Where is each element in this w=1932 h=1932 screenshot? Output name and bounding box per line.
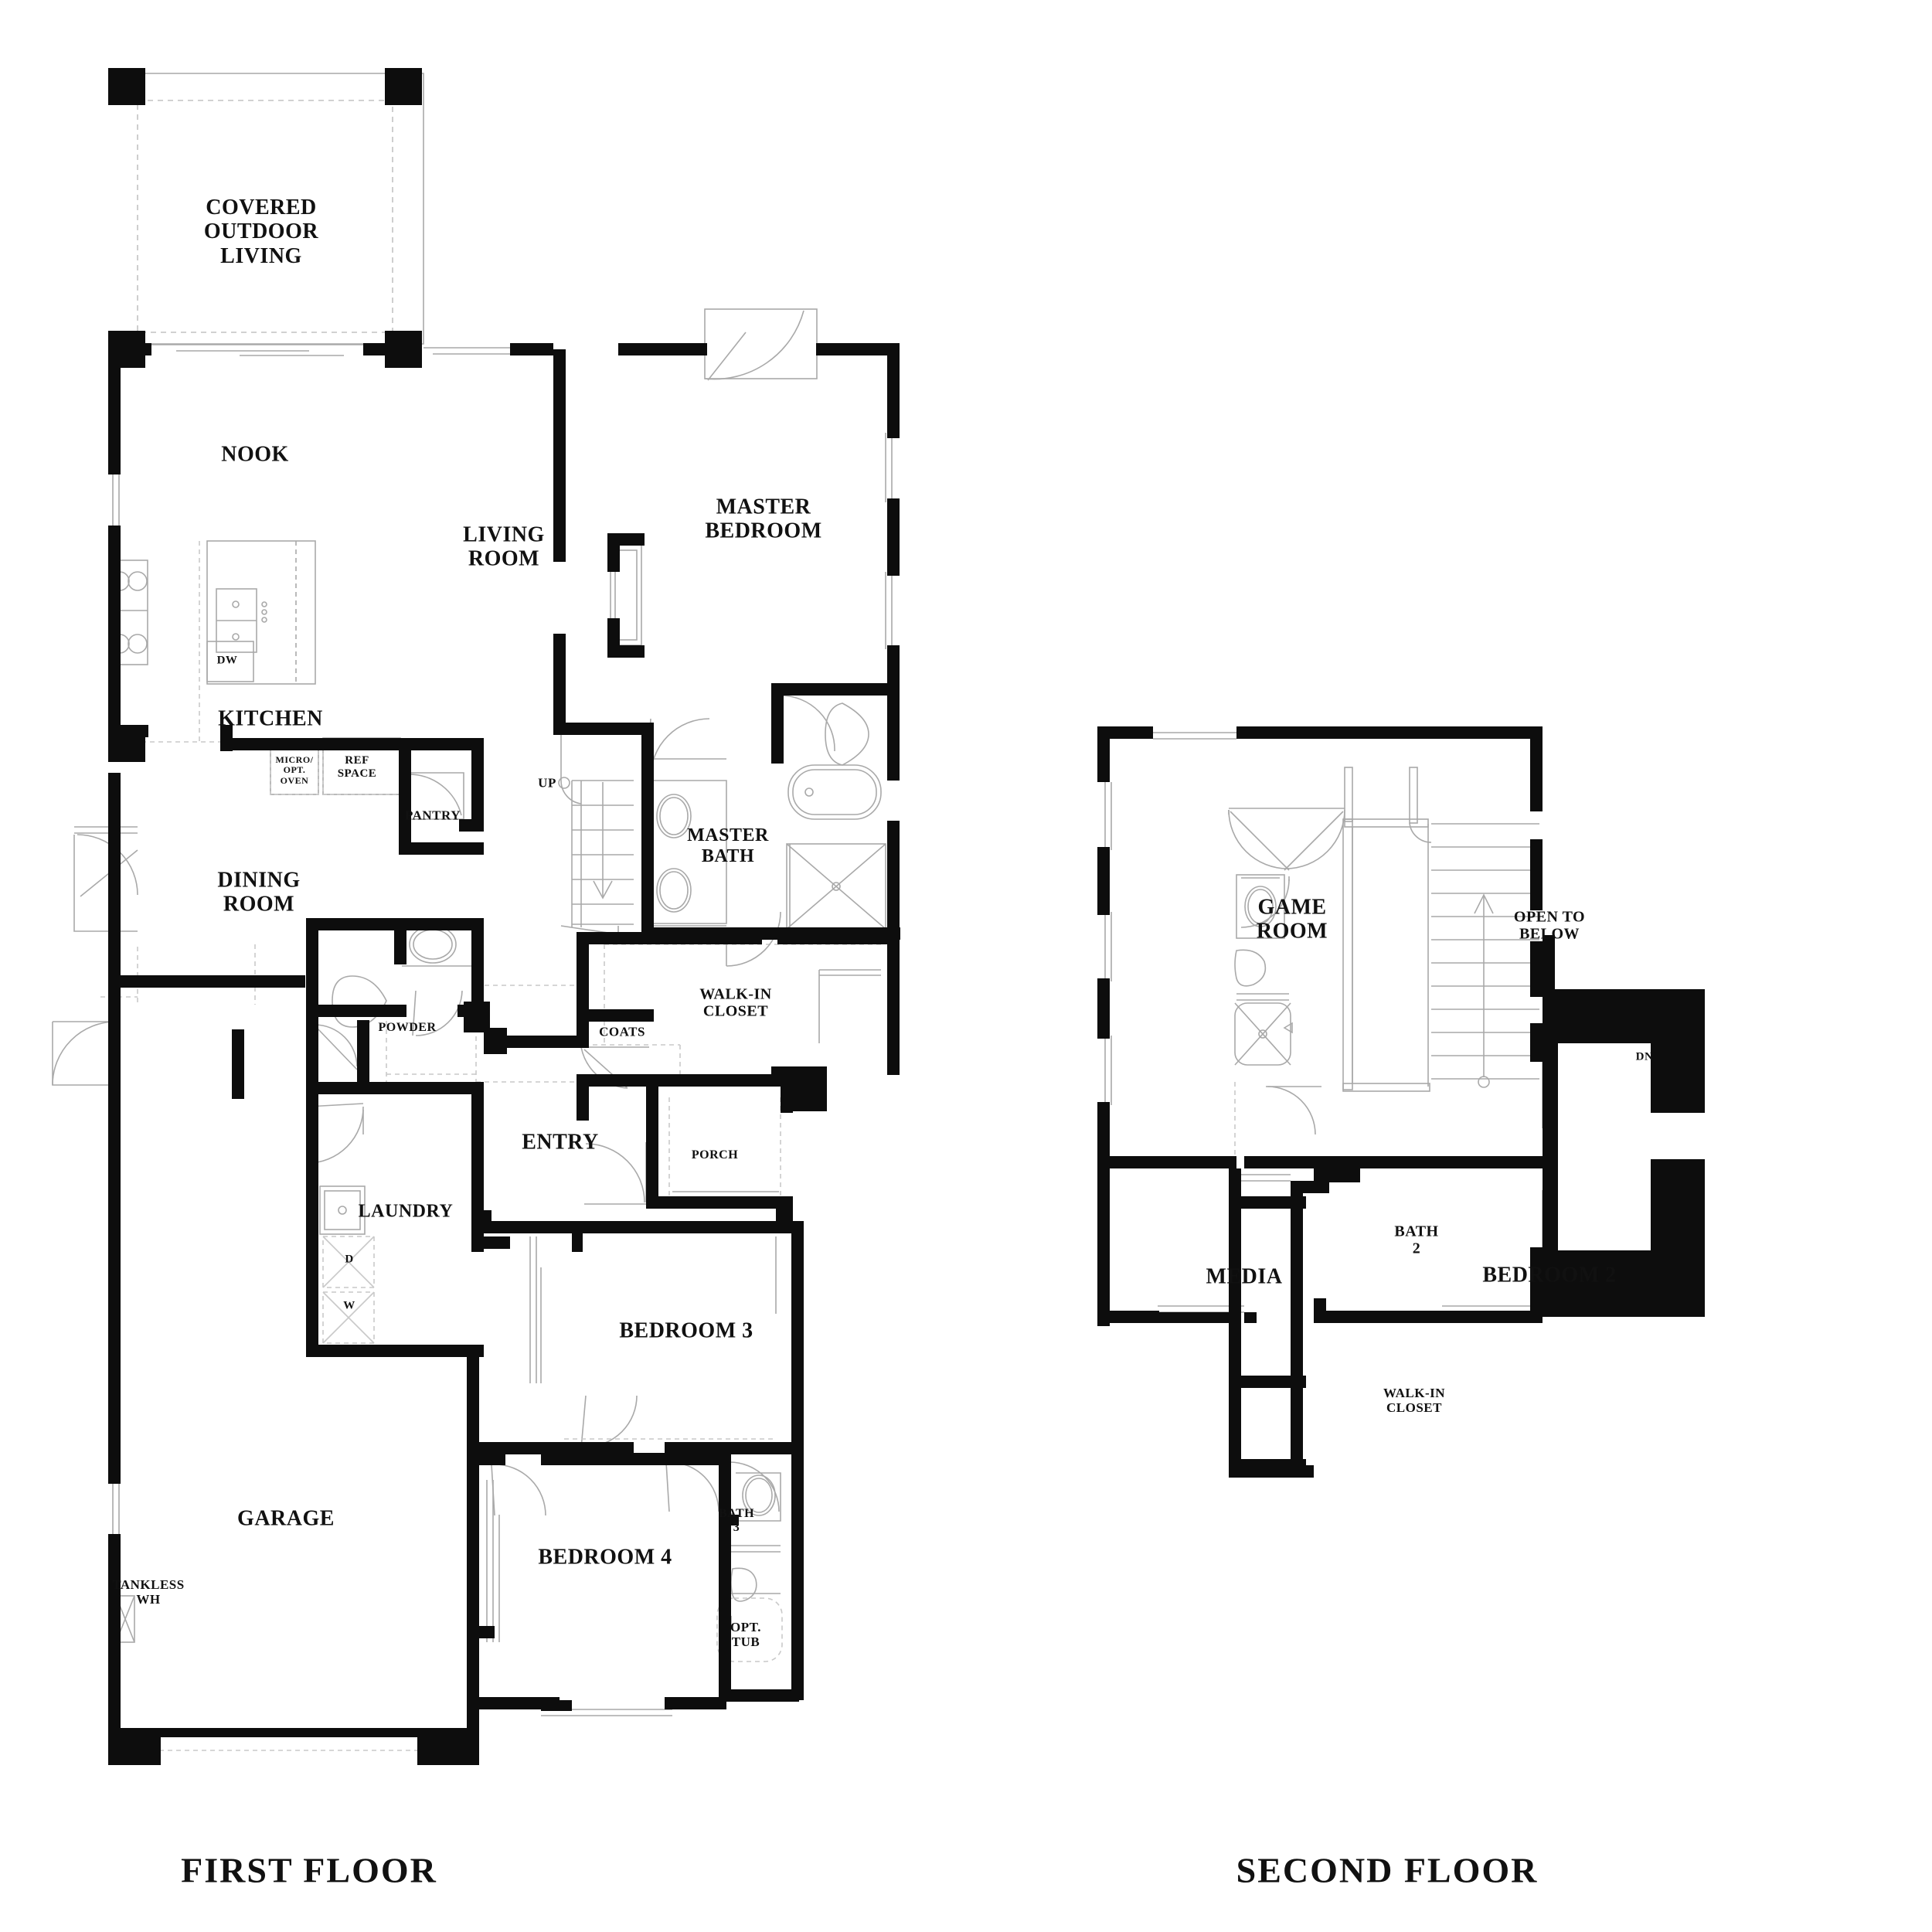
floor-title-first-floor: FIRST FLOOR xyxy=(181,1850,437,1890)
second-floor-thin-linework xyxy=(1104,732,1549,1313)
first-floor-plan xyxy=(0,0,966,1777)
second-floor-plan xyxy=(1082,696,1855,1546)
first-floor-drawing xyxy=(52,68,900,1765)
first-floor-walls xyxy=(108,68,900,1765)
second-floor-drawing xyxy=(1097,726,1705,1478)
second-floor-walls xyxy=(1097,726,1705,1478)
floor-title-second-floor: SECOND FLOOR xyxy=(1236,1850,1539,1890)
